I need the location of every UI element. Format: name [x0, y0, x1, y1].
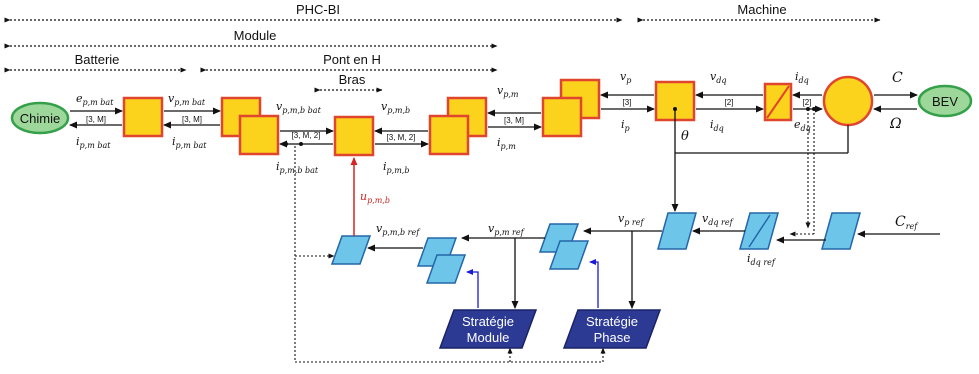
signal-label: vp,m,b: [381, 100, 410, 115]
signal-label: ip,m: [497, 136, 516, 151]
module-control-block: [416, 237, 467, 284]
dim-tag: [3, M, 2]: [387, 133, 416, 142]
bras-batterie-block: [220, 96, 280, 156]
vdq-ref-block: [739, 212, 779, 250]
signal-label: vp ref: [618, 212, 645, 227]
signal-label: vdq: [710, 70, 726, 85]
machine-label: Machine: [737, 2, 786, 17]
signal-label: Cref: [895, 214, 919, 231]
bras-module-block: [428, 96, 488, 156]
pont-label: Pont en H: [323, 52, 381, 67]
bev-label: BEV: [932, 94, 958, 109]
signal-label: idq: [710, 118, 724, 133]
strategie-phase-line1: Stratégie: [586, 314, 638, 329]
strategie-module-block[interactable]: Stratégie Module: [438, 309, 538, 349]
signal-label: idq ref: [747, 252, 777, 267]
bev-source: BEV: [917, 84, 973, 118]
signal-label: vp,m,b bat: [276, 100, 322, 115]
strategie-phase-line2: Phase: [594, 330, 631, 345]
lower-arrows: [367, 109, 940, 309]
upper-signal-labels: ep,m bat ip,m bat vp,m bat ip,m bat vp,m…: [76, 70, 903, 175]
signal-label: edq: [794, 118, 811, 133]
dimension-tags: [3, M] [3, M] [3, M, 2] [3, M, 2] [3, M]…: [86, 98, 811, 142]
dotted-feedback: [294, 109, 815, 363]
dim-tag: [3, M, 2]: [292, 131, 321, 140]
dim-tag: [2]: [725, 98, 734, 107]
signal-label: vdq ref: [702, 212, 735, 227]
dim-tag: [3, M]: [504, 116, 524, 125]
signal-label: vp,m ref: [488, 222, 526, 237]
vp-ref-block: [657, 212, 697, 250]
signal-label: vp,m bat: [168, 92, 206, 107]
strategy-arrows: [466, 259, 599, 308]
header-ranges: [4, 17, 881, 93]
machine-block: [822, 75, 874, 127]
signal-label: ip,m bat: [76, 135, 111, 150]
strategie-module-line1: Stratégie: [462, 314, 514, 329]
signal-label: ip: [621, 118, 630, 133]
signal-label: vp: [620, 70, 631, 85]
dim-tag: [3]: [623, 98, 632, 107]
upper-arrows: [69, 91, 918, 154]
signal-label: ip,m,b bat: [276, 160, 319, 175]
bras-label: Bras: [339, 72, 366, 87]
lower-signal-labels: up,m,b vp,m,b bat vp,m,b ref vp,m ref vp…: [360, 190, 919, 267]
dim-tag: [3, M]: [182, 115, 202, 124]
signal-label: up,m,b: [360, 190, 390, 205]
signal-label: θ: [681, 129, 689, 144]
bras-block: [333, 115, 375, 157]
battery-block: [122, 96, 164, 138]
dim-tag: [2]: [803, 98, 812, 107]
transform-block: [763, 82, 793, 122]
signal-label: Ω: [889, 116, 902, 132]
signal-label: vp,m,b ref: [376, 222, 421, 237]
signal-label: ip,m bat: [172, 135, 207, 150]
dim-tag: [3, M]: [86, 115, 106, 124]
signal-label: ip,m,b: [383, 160, 409, 175]
chimie-source: Chimie: [10, 101, 70, 135]
signal-label: idq: [795, 70, 809, 85]
phcbi-label: PHC-BI: [296, 2, 340, 17]
chimie-label: Chimie: [20, 111, 60, 126]
signal-label: ep,m bat: [76, 92, 114, 107]
module-label: Module: [234, 28, 277, 43]
batterie-label: Batterie: [75, 52, 120, 67]
strategie-phase-block[interactable]: Stratégie Phase: [562, 309, 662, 349]
signal-label: C: [892, 70, 903, 86]
strategie-module-line2: Module: [467, 330, 510, 345]
bras-control-block: [330, 235, 372, 265]
phase-control-block: [538, 223, 590, 270]
idq-ref-block: [821, 212, 861, 250]
signal-label: vp,m: [497, 84, 519, 99]
module-phase-block: [541, 78, 601, 138]
